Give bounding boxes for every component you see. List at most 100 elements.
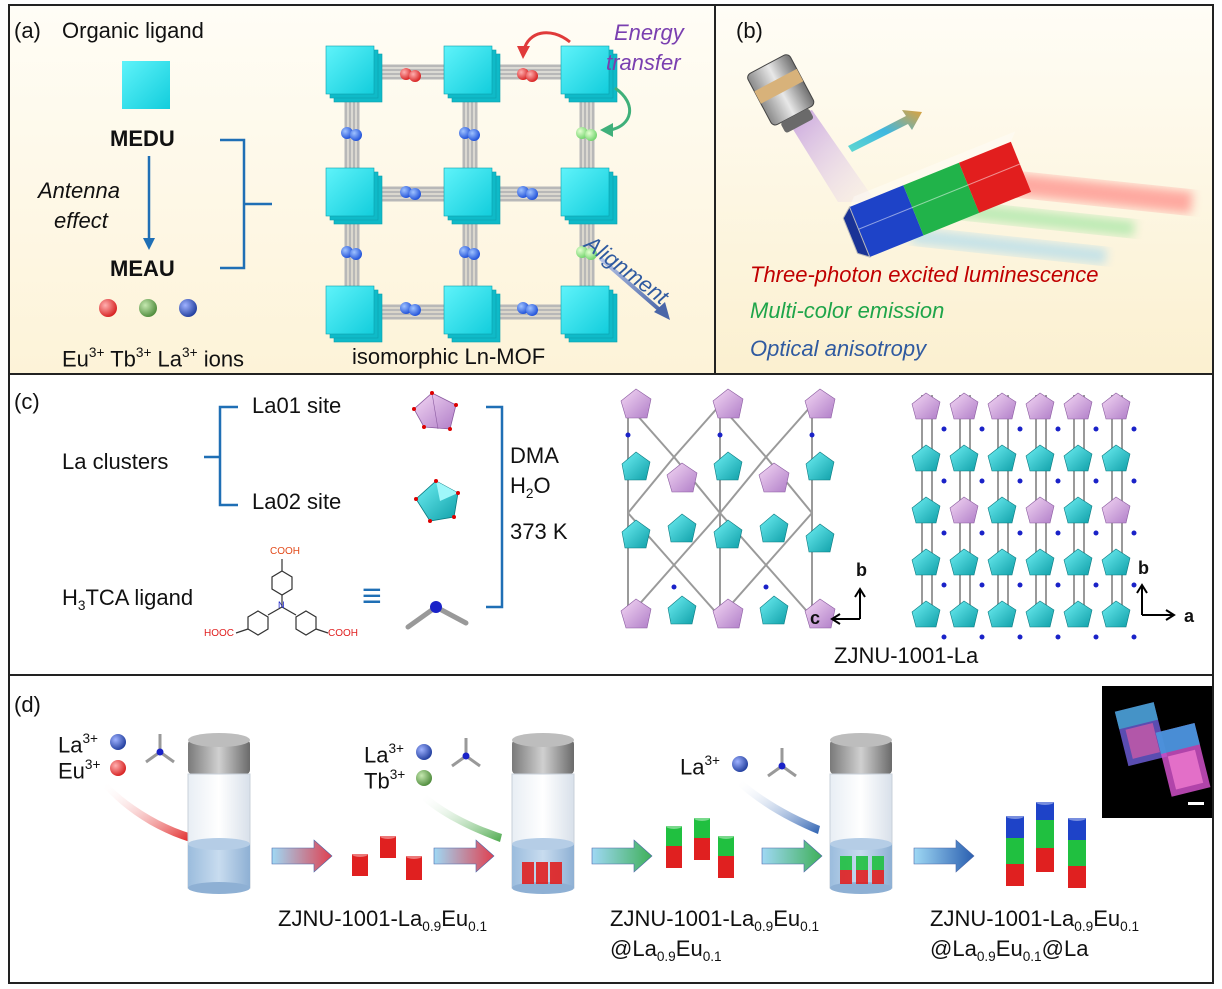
la02-node: [911, 444, 941, 472]
la02-node: [1101, 600, 1131, 628]
ligand-n: [941, 426, 947, 432]
metal-ion: [409, 188, 421, 200]
la02-node: [759, 595, 789, 625]
la02-node: [1101, 444, 1131, 472]
la02-node: [987, 496, 1017, 524]
metal-ion: [459, 246, 471, 258]
la02-node: [1101, 548, 1131, 576]
process-arrow: [591, 839, 653, 873]
mof-node-cube: [443, 45, 493, 95]
la01-node: [1025, 392, 1055, 420]
ligand-n: [1131, 426, 1137, 432]
tb-ion-label: Tb3+: [364, 767, 406, 794]
la02-node: [1063, 444, 1093, 472]
la02-node: [987, 444, 1017, 472]
hexagonal-rod: [842, 131, 1032, 258]
medu-label: MEDU: [110, 126, 175, 151]
energy-transfer-label-1: Energy: [614, 20, 684, 45]
red-rod: [406, 856, 422, 880]
ligand-n: [1093, 426, 1099, 432]
metal-ion: [576, 246, 588, 258]
panel-c-label: (c): [14, 389, 40, 414]
la01-node: [911, 392, 941, 420]
panel-c-graphics: [204, 388, 1176, 640]
h3tca-structure: [235, 559, 329, 636]
ligand-n: [1093, 634, 1099, 640]
metal-ion: [468, 129, 480, 141]
la02-node: [621, 519, 651, 549]
ligand-cube: [122, 61, 170, 109]
ligand-n: [1055, 582, 1061, 588]
metal-ion: [350, 248, 362, 260]
la02-node: [1025, 600, 1055, 628]
ligand-n: [1093, 530, 1099, 536]
anisotropy-text: Optical anisotropy: [750, 336, 927, 361]
cooh-right: COOH: [328, 628, 358, 639]
metal-ion: [517, 68, 529, 80]
panel-c: (c) La01 site La clusters La02 site H3TC…: [8, 373, 1214, 676]
axis-a: a: [1184, 606, 1195, 626]
rod-in-vial: [840, 870, 852, 884]
panel-d-graphics: [104, 686, 1212, 894]
la01-node: [949, 496, 979, 524]
ligand-tripod: [778, 762, 786, 770]
temperature-label: 373 K: [510, 519, 568, 544]
la02-node: [667, 595, 697, 625]
panel-b-label: (b): [736, 18, 763, 43]
crystal-rods: [352, 799, 1086, 888]
ligand-n: [979, 530, 985, 536]
la01-node: [804, 388, 836, 419]
la02-node: [987, 548, 1017, 576]
zjnu-framework-ab-view: [911, 392, 1137, 640]
red-rod: [352, 854, 368, 876]
panel-b: (b) Three-photon excited luminescence Mu…: [714, 4, 1214, 375]
green-sweep: [422, 794, 502, 842]
process-arrow: [761, 839, 823, 873]
multi-color-text: Multi-color emission: [750, 298, 945, 323]
ligand-n: [979, 634, 985, 640]
rgb-rod: [1068, 818, 1086, 840]
rg-rod: [694, 838, 710, 860]
axis-c: c: [810, 608, 821, 628]
rod-in-vial: [536, 862, 548, 884]
microscope-objective: [747, 54, 815, 133]
la-ion-ball-3: [732, 756, 748, 772]
panel-b-graphics: [747, 54, 1193, 265]
dma-label: DMA: [510, 443, 559, 468]
process-arrow: [913, 839, 975, 873]
mof-node-cube: [560, 45, 610, 95]
tb-ion-ball: [139, 299, 157, 317]
framework-label: ZJNU-1001-La: [834, 643, 979, 668]
metal-ion: [341, 246, 353, 258]
mof-framework: [325, 45, 618, 343]
ligand-n: [941, 478, 947, 484]
alignment-arrow: [598, 256, 664, 314]
conditions-bracket: [486, 405, 504, 609]
rg-rod: [666, 846, 682, 868]
la02-node: [1063, 548, 1093, 576]
ligand-n: [1131, 582, 1137, 588]
ligand-n: [1017, 582, 1023, 588]
ligand-n: [625, 432, 631, 438]
metal-ion: [400, 302, 412, 314]
mof-node-cube: [443, 285, 493, 335]
rgb-rod: [1036, 848, 1054, 872]
h3tca-label: H3TCA ligand: [62, 585, 194, 613]
la-ion-ball-1: [110, 734, 126, 750]
metal-ion: [459, 127, 471, 139]
ligand-n: [979, 582, 985, 588]
ligand-n: [941, 634, 947, 640]
rgb-rod: [1006, 838, 1024, 864]
ligand-n: [941, 582, 947, 588]
metal-ion: [576, 127, 588, 139]
ligand-n: [1055, 634, 1061, 640]
ligand-n: [1131, 634, 1137, 640]
rod-in-vial: [872, 870, 884, 884]
equiv-sign: ≡: [362, 577, 382, 615]
ligand-n: [1055, 426, 1061, 432]
la01-node: [1101, 392, 1131, 420]
la01-node: [804, 598, 836, 629]
metal-ion: [468, 248, 480, 260]
ligand-n: [1093, 582, 1099, 588]
metal-ion: [517, 186, 529, 198]
